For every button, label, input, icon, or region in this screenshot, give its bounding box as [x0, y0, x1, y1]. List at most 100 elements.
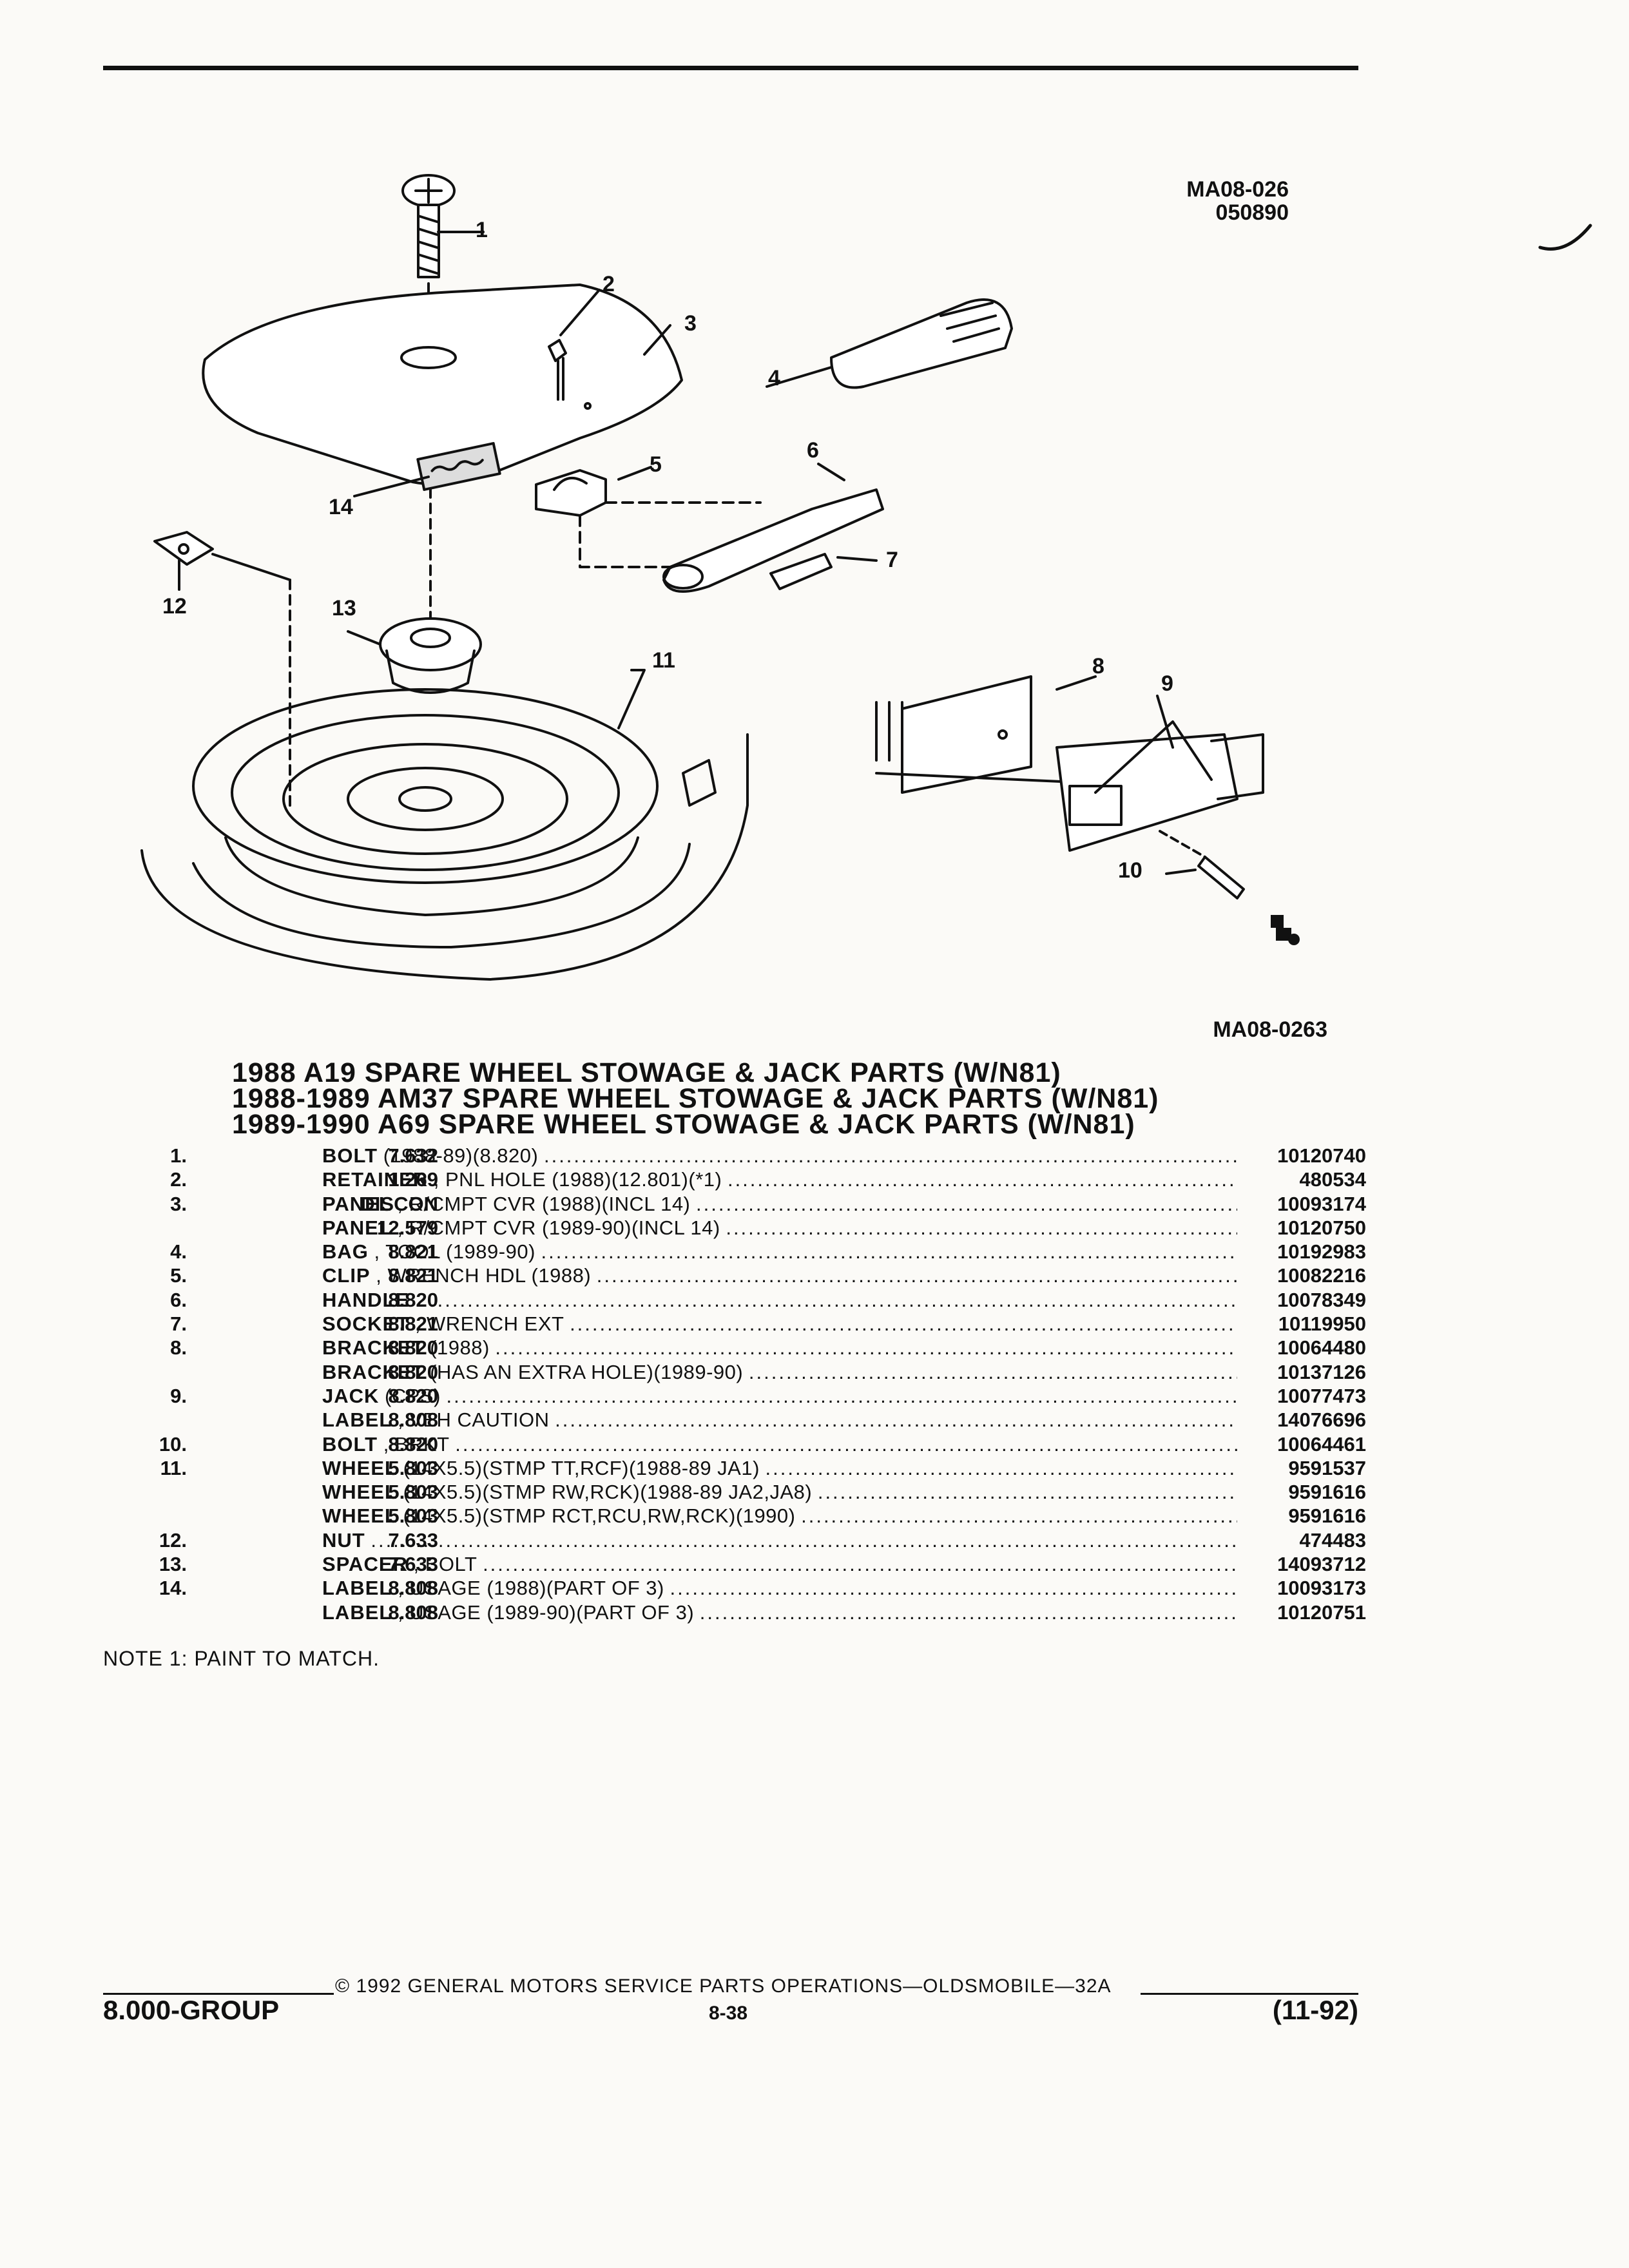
part-detail: , USAGE (1989-90)(PART OF 3): [397, 1600, 695, 1624]
part-description: BRACKET (HAS AN EXTRA HOLE)(1989-90) ...…: [322, 1360, 1237, 1384]
item-number: 11.: [160, 1456, 187, 1479]
section-titles: 1988 A19 SPARE WHEEL STOWAGE & JACK PART…: [232, 1059, 1159, 1140]
part-number: 10120740: [1277, 1144, 1366, 1167]
item-number: 14.: [159, 1577, 187, 1600]
part-detail: (14X5.5)(STMP TT,RCF)(1988-89 JA1): [403, 1456, 760, 1479]
part-description: SPACER , BOLT ..........................…: [322, 1552, 1237, 1576]
part-number: 9591616: [1288, 1481, 1366, 1504]
part-detail: (1988): [430, 1336, 490, 1360]
exploded-parts-diagram: 1 2 3 4 5 6 7 8 9 10 11 12 13 14: [140, 174, 1592, 981]
part-number: 10192983: [1277, 1240, 1366, 1264]
part-detail: , VEH CAUTION: [397, 1408, 550, 1432]
part-name: PANEL: [322, 1192, 392, 1215]
copyright: © 1992 GENERAL MOTORS SERVICE PARTS OPER…: [335, 1975, 1112, 1997]
group-code: 8.808: [388, 1408, 438, 1432]
part-detail: (1988-89)(8.820): [383, 1144, 539, 1167]
callout-9: 9: [1161, 671, 1173, 696]
tool-bag: [830, 298, 1013, 389]
jack: [1055, 720, 1264, 852]
spare-wheel: [140, 688, 749, 981]
footer-rule-right: [1141, 1993, 1358, 1995]
illustration-date: 050890: [1215, 200, 1289, 225]
part-detail: (14X5.5)(STMP RCT,RCU,RW,RCK)(1990): [403, 1504, 796, 1528]
item-number: 12.: [159, 1528, 187, 1552]
part-detail: , USAGE (1988)(PART OF 3): [397, 1577, 664, 1600]
part-detail: , WRENCH EXT: [414, 1312, 564, 1336]
section-title-am37: 1988-1989 AM37 SPARE WHEEL STOWAGE & JAC…: [232, 1083, 1159, 1114]
group-code: 7.633: [388, 1553, 438, 1576]
part-description: WHEEL (14X5.5)(STMP RCT,RCU,RW,RCK)(1990…: [322, 1504, 1237, 1528]
callout-6: 6: [807, 438, 819, 463]
part-number: 10120750: [1277, 1216, 1366, 1239]
footer-rule-left: [103, 1993, 334, 1995]
wrench-socket: [769, 553, 833, 590]
part-detail: , R/CMPT CVR (1988)(INCL 14): [397, 1192, 691, 1215]
leader-dots: ........................................…: [543, 1144, 1237, 1167]
part-number: 10082216: [1277, 1264, 1366, 1287]
item-number: 6.: [170, 1288, 187, 1311]
part-name: RETAINER: [322, 1168, 429, 1191]
part-name: NUT: [322, 1528, 365, 1552]
group-code: 8.820: [388, 1336, 438, 1360]
callout-11: 11: [652, 648, 675, 673]
item-number: 1.: [170, 1144, 187, 1167]
leader-dots: ........................................…: [455, 1432, 1237, 1456]
part-number: 480534: [1299, 1168, 1366, 1191]
item-number: 7.: [170, 1312, 187, 1336]
illustration-code-bottom: MA08-0263: [1213, 1017, 1327, 1042]
bolt-spacer: [379, 617, 482, 694]
part-description: NUT ....................................…: [322, 1528, 1237, 1552]
part-name: BOLT: [322, 1144, 378, 1167]
part-name: WHEEL: [322, 1504, 398, 1528]
retainer-part: [548, 339, 592, 410]
jack-bracket: [875, 675, 1161, 794]
part-number: 10137126: [1277, 1360, 1366, 1383]
callout-8: 8: [1092, 654, 1104, 678]
part-number: 14093712: [1277, 1553, 1366, 1576]
group-code: 8.808: [388, 1577, 438, 1600]
item-number: 8.: [170, 1336, 187, 1360]
leader-dots: ........................................…: [765, 1456, 1237, 1479]
callout-12: 12: [162, 594, 187, 619]
part-name: BRACKET: [322, 1360, 425, 1383]
callout-5: 5: [650, 452, 662, 477]
bracket-bolt: [1197, 856, 1245, 899]
callout-1: 1: [476, 218, 488, 242]
section-title-a69: 1989-1990 A69 SPARE WHEEL STOWAGE & JACK…: [232, 1109, 1135, 1140]
leader-dots: ........................................…: [817, 1481, 1237, 1504]
callout-2: 2: [602, 272, 615, 296]
part-number: 10078349: [1277, 1288, 1366, 1311]
part-description: LABEL , USAGE (1989-90)(PART OF 3) .....…: [322, 1600, 1237, 1624]
part-description: LABEL , USAGE (1988)(PART OF 3) ........…: [322, 1576, 1237, 1600]
part-description: RETAINER , PNL HOLE (1988)(12.801)(*1) .…: [322, 1168, 1237, 1191]
part-number: 10093173: [1277, 1577, 1366, 1600]
group-code: DISCON: [360, 1192, 438, 1215]
leader-dots: ........................................…: [555, 1408, 1237, 1432]
part-description: WHEEL (14X5.5)(STMP RW,RCK)(1988-89 JA2,…: [322, 1480, 1237, 1504]
revision-date: (11-92): [1272, 1995, 1358, 2025]
illustration-code: MA08-026 050890: [1134, 178, 1289, 224]
part-description: CLIP , WRENCH HDL (1988) ...............…: [322, 1264, 1237, 1287]
leader-dots: ........................................…: [541, 1240, 1237, 1264]
callout-14: 14: [329, 495, 353, 519]
leader-dots: ........................................…: [748, 1360, 1237, 1383]
part-description: BRACKET (1988) .........................…: [322, 1336, 1237, 1360]
part-name: WHEEL: [322, 1456, 398, 1479]
callout-13: 13: [332, 596, 356, 620]
part-name: HANDLE: [322, 1288, 410, 1311]
part-description: BAG , TOOL (1989-90) ...................…: [322, 1240, 1237, 1264]
leader-dots: ........................................…: [483, 1553, 1237, 1576]
